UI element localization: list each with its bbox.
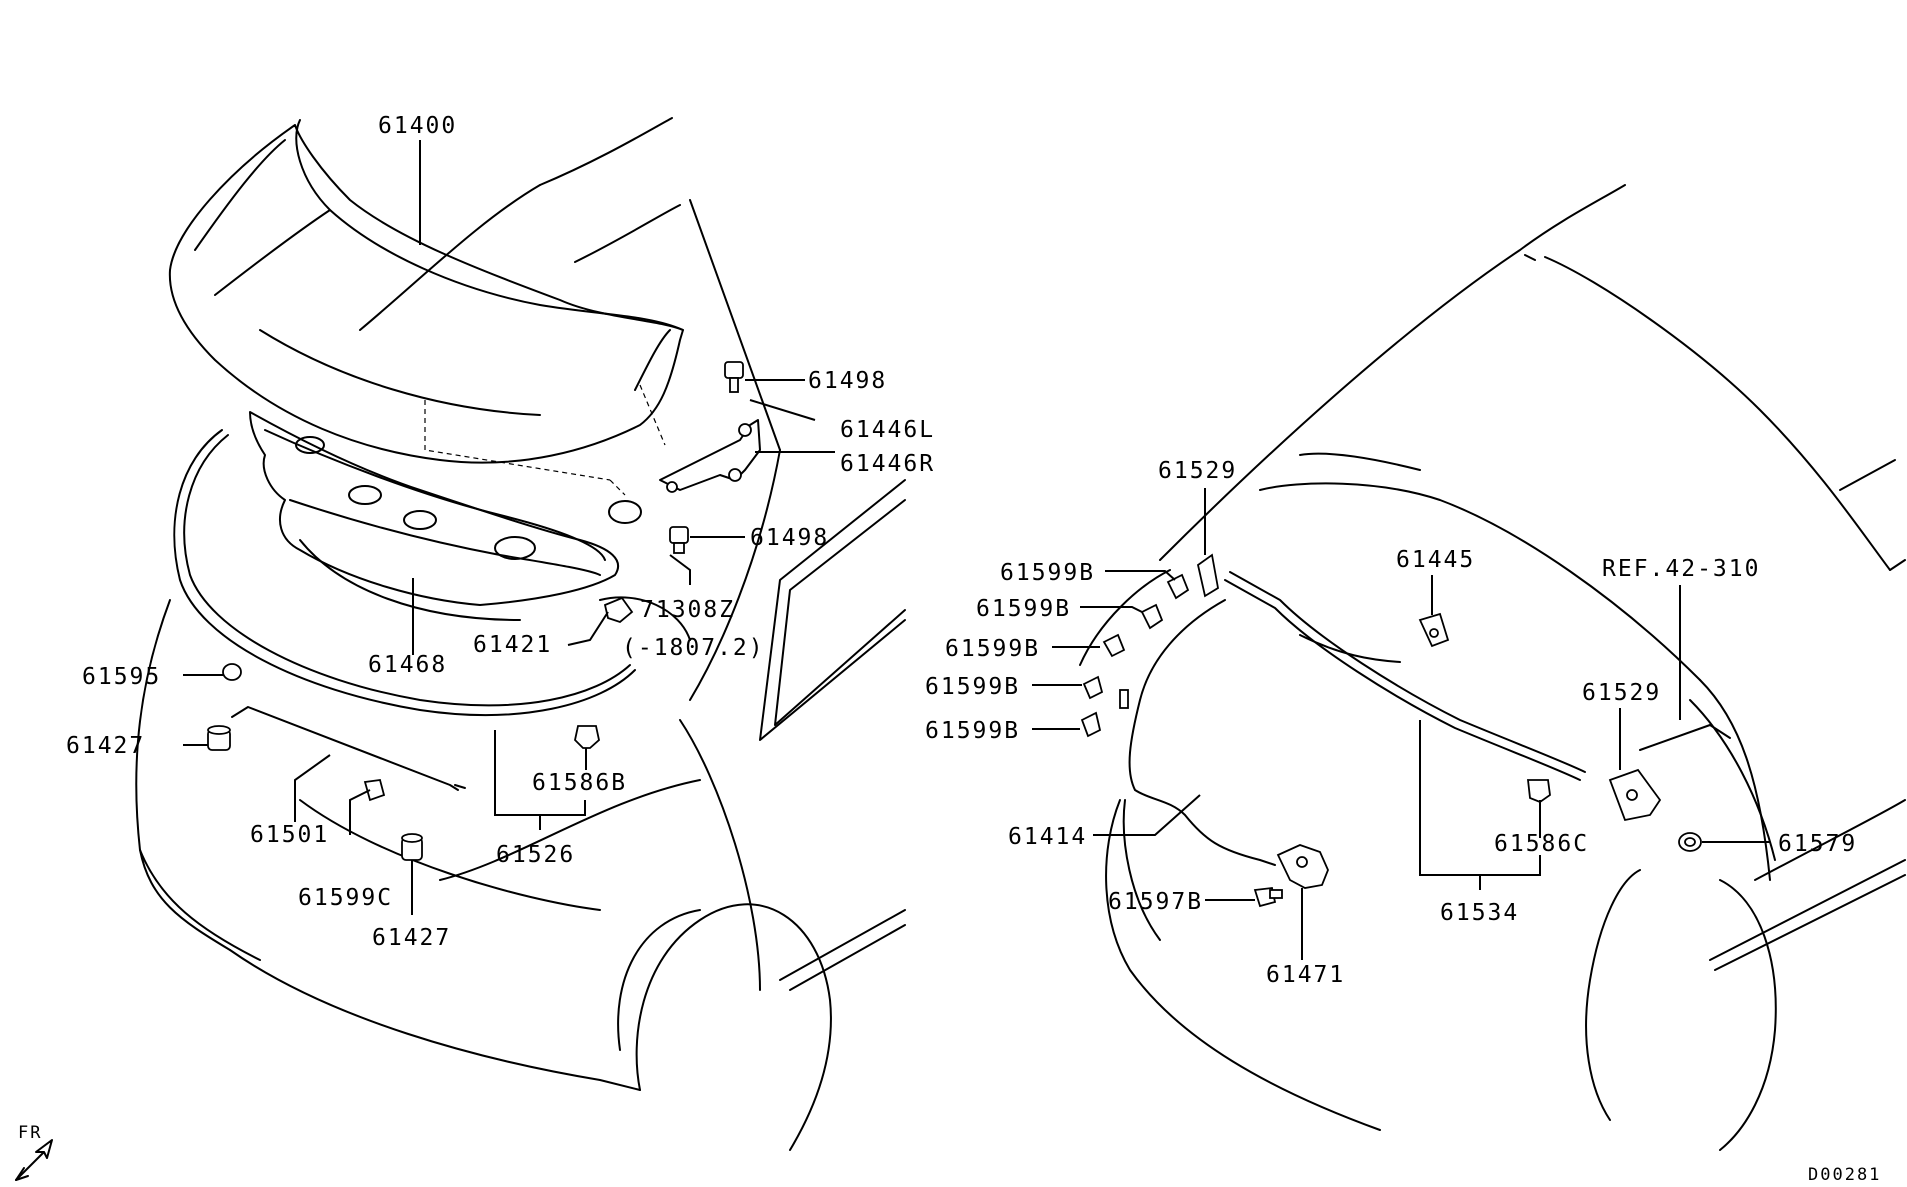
- label-61534: 61534: [1440, 900, 1519, 926]
- label-fr: FR: [18, 1123, 42, 1143]
- right-vehicle-body: [1079, 184, 1906, 1151]
- bracket-61529-lower: [1608, 768, 1662, 822]
- label-61599B-5: 61599B: [925, 718, 1020, 744]
- bracket-61445: [1418, 612, 1450, 648]
- clip-61599C: [363, 779, 386, 802]
- hood-latch-61471: [1276, 844, 1329, 889]
- hood-weatherstrip: [173, 429, 636, 716]
- label-61445: 61445: [1396, 547, 1475, 573]
- hole-plug: [608, 500, 642, 524]
- hood-bumper: [603, 596, 634, 624]
- bolt-61597B: [1253, 887, 1283, 908]
- hood-lock-cable: [1224, 571, 1586, 781]
- label-61595: 61595: [82, 664, 161, 690]
- label-61471: 61471: [1266, 962, 1345, 988]
- label-61529-upper: 61529: [1158, 458, 1237, 484]
- label-61446R: 61446R: [840, 451, 935, 477]
- clips-61599B: [1080, 573, 1190, 738]
- label-61446L: 61446L: [840, 417, 935, 443]
- label-61586B: 61586B: [532, 770, 627, 796]
- label-61599C: 61599C: [298, 885, 393, 911]
- label-61599B-1: 61599B: [1000, 560, 1095, 586]
- label-61599B-2: 61599B: [976, 596, 1071, 622]
- grommet-61579: [1678, 832, 1702, 852]
- label-71308Z-note: (-1807.2): [622, 635, 765, 661]
- hinge-bolt-lower: [669, 526, 689, 554]
- label-61579: 61579: [1778, 831, 1857, 857]
- label-61400: 61400: [378, 113, 457, 139]
- bracket-61529-upper: [1196, 553, 1219, 598]
- label-71308Z: 71308Z: [640, 597, 735, 623]
- label-61421: 61421: [473, 632, 552, 658]
- diagram-code: D00281: [1808, 1165, 1881, 1185]
- hood-insulator: [249, 411, 620, 606]
- label-61501: 61501: [250, 822, 329, 848]
- label-61498-lower: 61498: [750, 525, 829, 551]
- label-61599B-3: 61599B: [945, 636, 1040, 662]
- leader-lines: [15, 140, 1770, 1181]
- hood-panel: [168, 119, 684, 496]
- hood-release-cable: [1119, 599, 1276, 866]
- label-61597B: 61597B: [1108, 889, 1203, 915]
- part-labels: 61400 61498 61446L 61446R 61498 71308Z (…: [18, 113, 1881, 1185]
- label-61427-upper: 61427: [66, 733, 145, 759]
- label-61414: 61414: [1008, 824, 1087, 850]
- clip-61586C: [1526, 779, 1551, 804]
- left-vehicle-body: [135, 117, 906, 1151]
- cushion-61427-lower: [401, 833, 423, 861]
- label-61498-upper: 61498: [808, 368, 887, 394]
- label-61586C: 61586C: [1494, 831, 1589, 857]
- label-61468: 61468: [368, 652, 447, 678]
- hinge-bolt-upper: [724, 361, 744, 393]
- label-61526: 61526: [496, 842, 575, 868]
- label-61427-lower: 61427: [372, 925, 451, 951]
- label-ref-42-310: REF.42-310: [1602, 556, 1760, 582]
- label-61599B-4: 61599B: [925, 674, 1020, 700]
- clip-61586B: [574, 725, 600, 749]
- support-rod-61501: [231, 706, 466, 791]
- grommet-61595: [222, 663, 242, 681]
- hood-hinge: [659, 419, 761, 493]
- cushion-61427-upper: [207, 725, 231, 751]
- label-61529-lower: 61529: [1582, 680, 1661, 706]
